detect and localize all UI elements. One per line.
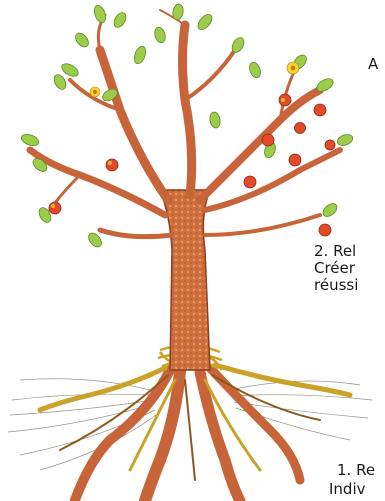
relations-line-2: réussi xyxy=(314,276,358,295)
roots-line-1: Indiv xyxy=(329,480,366,499)
top-text-fragment: A xyxy=(368,55,378,74)
roots-heading: 1. Re xyxy=(337,461,375,480)
roots xyxy=(40,365,350,501)
